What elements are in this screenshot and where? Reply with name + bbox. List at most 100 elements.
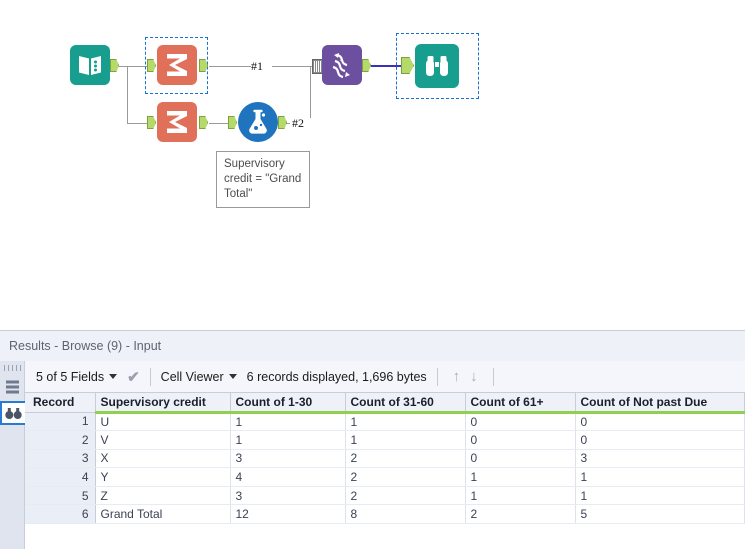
results-panel: Results - Browse (9) - Input — [0, 330, 745, 549]
table-row[interactable]: 2 V 1 1 0 0 — [25, 430, 745, 450]
results-toolbar: 5 of 5 Fields ✔ Cell Viewer 6 records di… — [25, 361, 745, 393]
records-status-label: 6 records displayed, 1,696 bytes — [246, 369, 427, 384]
cell-supervisory-credit: Y — [95, 467, 231, 487]
cell-count-61-plus: 0 — [465, 430, 576, 450]
summarize1-input-anchor[interactable] — [147, 59, 156, 72]
table-row[interactable]: 3 X 3 2 0 3 — [25, 449, 745, 469]
rail-grip-handle[interactable] — [4, 365, 21, 371]
table-rows-icon — [6, 380, 19, 394]
cell-supervisory-credit: X — [95, 449, 231, 469]
cell-supervisory-credit: V — [95, 430, 231, 450]
cell-count-not-past-due: 1 — [575, 486, 745, 506]
cell-count-1-30: 1 — [230, 430, 346, 450]
fields-label: 5 of 5 Fields — [36, 369, 105, 384]
rail-button-data[interactable] — [2, 375, 23, 399]
table-body: 1 U 1 1 0 0 2 V 1 1 0 — [25, 412, 745, 525]
scroll-up-button[interactable]: ↑ — [452, 368, 461, 385]
cell-viewer-label: Cell Viewer — [160, 369, 224, 384]
table-row[interactable]: 1 U 1 1 0 0 — [25, 412, 745, 432]
sigma-icon — [157, 45, 197, 85]
column-header-count-31-60[interactable]: Count of 31-60 — [345, 393, 466, 414]
cell-record: 4 — [25, 467, 96, 487]
toolbar-separator-2 — [436, 367, 438, 386]
table-row[interactable]: 4 Y 4 2 1 1 — [25, 467, 745, 487]
cell-supervisory-credit: Z — [95, 486, 231, 506]
chevron-down-icon[interactable] — [228, 374, 237, 379]
connection-label-2: #2 — [292, 116, 304, 130]
cell-record: 1 — [25, 412, 96, 432]
binoculars-icon — [415, 44, 459, 88]
summarize2-output-anchor[interactable] — [199, 116, 208, 129]
column-header-count-not-past-due[interactable]: Count of Not past Due — [575, 393, 745, 414]
selection-box-browse — [396, 33, 479, 99]
summarize2-input-anchor[interactable] — [147, 116, 156, 129]
cell-count-31-60: 1 — [345, 430, 466, 450]
results-title: Results - Browse (9) - Input — [9, 339, 162, 353]
formula-input-anchor[interactable] — [228, 116, 237, 129]
results-body: 5 of 5 Fields ✔ Cell Viewer 6 records di… — [0, 361, 745, 549]
wire-label2-riser — [310, 66, 311, 118]
binoculars-icon — [5, 407, 22, 419]
union-arrows-icon: Λ — [322, 45, 362, 85]
workflow-canvas[interactable]: Λ #1 #2 Supervisory credit = "Grand Tota… — [0, 0, 745, 330]
cell-count-61-plus: 1 — [465, 467, 576, 487]
chevron-down-icon[interactable] — [109, 374, 118, 379]
results-titlebar: Results - Browse (9) - Input — [0, 331, 745, 361]
cell-viewer-selector[interactable]: Cell Viewer — [161, 370, 237, 384]
cell-record: 3 — [25, 449, 96, 469]
svg-text:Λ: Λ — [340, 57, 344, 63]
table-row[interactable]: 6 Grand Total 12 8 2 5 — [25, 504, 745, 525]
column-header-record[interactable]: Record — [25, 393, 96, 413]
cell-count-31-60: 8 — [345, 504, 466, 525]
fields-selector[interactable]: 5 of 5 Fields — [36, 369, 118, 384]
rail-button-browse[interactable] — [0, 401, 25, 425]
formula-output-anchor[interactable] — [278, 116, 287, 129]
wire-label1-to-union — [272, 66, 318, 67]
toolbar-separator-1 — [149, 367, 151, 386]
wire-summarize2-to-formula — [209, 123, 229, 124]
results-table: Record Supervisory credit Count of 1-30 … — [25, 393, 745, 525]
summarize1-output-anchor[interactable] — [199, 59, 208, 72]
wire-input-branch-vertical — [127, 66, 128, 123]
cell-count-61-plus: 1 — [465, 486, 576, 506]
cell-supervisory-credit: U — [95, 412, 231, 432]
results-grid[interactable]: Record Supervisory credit Count of 1-30 … — [25, 393, 745, 549]
cell-supervisory-credit: Grand Total — [95, 504, 231, 525]
table-header-row: Record Supervisory credit Count of 1-30 … — [25, 393, 745, 414]
cell-count-1-30: 4 — [230, 467, 346, 487]
sigma-icon — [157, 102, 197, 142]
results-rail — [0, 361, 25, 549]
cell-record: 5 — [25, 486, 96, 506]
wire-input-to-summarize2 — [127, 123, 148, 124]
apply-check-icon[interactable]: ✔ — [127, 368, 140, 386]
cell-count-1-30: 3 — [230, 449, 346, 469]
cell-count-not-past-due: 0 — [575, 430, 745, 450]
cell-count-31-60: 2 — [345, 449, 466, 469]
wire-summarize1-to-label1 — [209, 66, 251, 67]
cell-count-not-past-due: 1 — [575, 467, 745, 487]
browse-input-anchor[interactable] — [401, 57, 414, 74]
column-header-supervisory-credit[interactable]: Supervisory credit — [95, 393, 231, 414]
column-header-count-61-plus[interactable]: Count of 61+ — [465, 393, 576, 414]
column-header-count-1-30[interactable]: Count of 1-30 — [230, 393, 346, 414]
cell-count-not-past-due: 0 — [575, 412, 745, 432]
table-row[interactable]: 5 Z 3 2 1 1 — [25, 486, 745, 506]
cell-count-not-past-due: 5 — [575, 504, 745, 525]
formula-annotation: Supervisory credit = "Grand Total" — [216, 151, 310, 208]
input-data-output-anchor[interactable] — [110, 59, 119, 72]
cell-count-1-30: 12 — [230, 504, 346, 525]
wire-union-to-browse — [371, 65, 409, 67]
union-output-anchor[interactable] — [362, 59, 371, 72]
connection-label-1: #1 — [251, 59, 263, 73]
cell-count-61-plus: 2 — [465, 504, 576, 525]
cell-count-1-30: 3 — [230, 486, 346, 506]
cell-count-31-60: 1 — [345, 412, 466, 432]
cell-count-31-60: 2 — [345, 467, 466, 487]
cell-count-61-plus: 0 — [465, 412, 576, 432]
scroll-down-button[interactable]: ↓ — [470, 368, 478, 385]
wire-input-to-summarize1 — [119, 66, 148, 67]
cell-count-31-60: 2 — [345, 486, 466, 506]
results-main: 5 of 5 Fields ✔ Cell Viewer 6 records di… — [25, 361, 745, 549]
cell-count-61-plus: 0 — [465, 449, 576, 469]
toolbar-separator-3 — [492, 367, 494, 386]
